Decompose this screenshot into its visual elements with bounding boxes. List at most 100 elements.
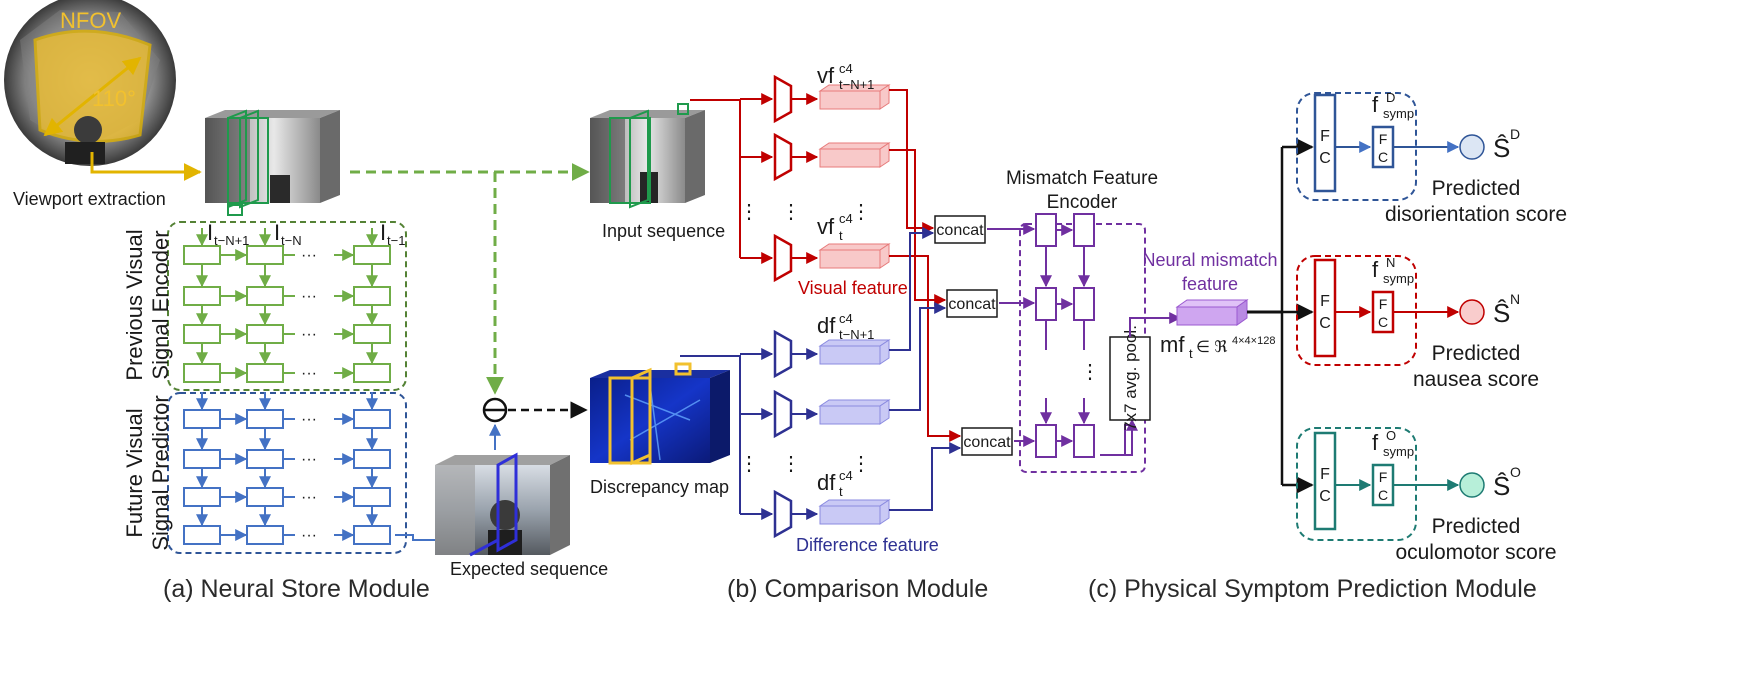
prediction-branch-box (1296, 427, 1417, 541)
f-symp-sub: symp (1383, 271, 1414, 286)
svg-text:⋮: ⋮ (851, 453, 871, 475)
score-node (1459, 134, 1485, 160)
svg-text:vf: vf (817, 63, 835, 88)
fc-label-top: F (1320, 466, 1330, 483)
visual-conv-encoder (773, 132, 793, 182)
difference-feature-block-top (818, 499, 891, 507)
svg-text:t−N+1: t−N+1 (214, 233, 249, 248)
visual-to-concat-arrow (889, 149, 947, 306)
svg-text:t−N+1: t−N+1 (839, 327, 874, 342)
concat-label-2: concat (948, 296, 996, 313)
difference-feature-label: Difference feature (796, 535, 939, 555)
predictor-cell (353, 449, 391, 469)
score-symbol: Ŝ (1493, 471, 1510, 501)
fc2-label-top: F (1379, 296, 1388, 312)
fc2-label-top: F (1379, 469, 1388, 485)
predictor-dots: ··· (301, 489, 317, 506)
avg-pool-label: 7x7 avg. pool. (1121, 325, 1140, 431)
predictor-cell (183, 449, 221, 469)
fc2-label-bottom: C (1378, 149, 1388, 165)
neural-store-caption: (a) Neural Store Module (163, 575, 430, 603)
previous-encoder-grid: ············ (183, 228, 391, 383)
svg-text:⋮: ⋮ (739, 453, 759, 475)
difference-conv-encoder (773, 329, 793, 379)
encoder-cell (183, 245, 221, 265)
svg-text:c4: c4 (839, 61, 853, 76)
predictor-dots: ··· (301, 451, 317, 468)
predictor-cell (183, 487, 221, 507)
predictor-cell (353, 487, 391, 507)
predictor-cell (246, 449, 284, 469)
predictor-cell (246, 409, 284, 429)
encoder-dots: ··· (301, 365, 317, 382)
fov-angle-label: 110° (92, 86, 136, 111)
fc-layer-1 (1313, 431, 1337, 531)
predicted-label-line1: Predicted (1432, 342, 1521, 365)
svg-text:t: t (839, 228, 843, 243)
predictor-cell (353, 525, 391, 545)
input-sequence-cube (590, 103, 705, 209)
difference-feature-branch (680, 227, 962, 539)
concat-box-2 (946, 289, 998, 318)
encoder-cell (353, 286, 391, 306)
visual-feature-block-top (818, 243, 891, 251)
svg-text:t−N+1: t−N+1 (839, 77, 874, 92)
neural-store-module: NFOV 110° Viewport extraction Previous V… (4, 0, 608, 603)
svg-text:Previous Visual: Previous Visual (122, 229, 147, 380)
fc2-label-bottom: C (1378, 314, 1388, 330)
mismatch-cell (1035, 287, 1057, 321)
mismatch-cell (1073, 424, 1095, 458)
score-symbol: Ŝ (1493, 298, 1510, 328)
df-last-label: df c4 t (817, 468, 853, 499)
encoder-cell (246, 363, 284, 383)
prediction-caption: (c) Physical Symptom Prediction Module (1088, 575, 1537, 603)
mismatch-cell (1035, 424, 1057, 458)
encoder-cell (353, 245, 391, 265)
fc-layer-1 (1313, 93, 1337, 193)
mismatch-cell (1073, 213, 1095, 247)
pool-to-feature-arrow (1129, 312, 1182, 337)
vf-first-label: vf c4 t−N+1 (817, 61, 874, 92)
prediction-branch-box (1296, 92, 1417, 201)
mismatch-cell (1035, 213, 1057, 247)
score-symbol: Ŝ (1493, 133, 1510, 163)
svg-text:Signal Predictor: Signal Predictor (148, 395, 173, 550)
encoder-cell (246, 245, 284, 265)
future-predictor-box (167, 392, 407, 554)
svg-text:mf: mf (1160, 332, 1185, 357)
svg-text:t−N: t−N (281, 233, 302, 248)
visual-to-concat-arrow (889, 255, 962, 442)
encoder-cell (246, 324, 284, 344)
visual-feature-label: Visual feature (798, 278, 908, 298)
fc-layer-1 (1313, 258, 1337, 358)
neural-mismatch-feature-block (1175, 299, 1249, 326)
ellipsis-markers: ⋮ ⋮ ⋮ ⋮ ⋮ ⋮ ⋮ (739, 201, 1100, 475)
concat-label-3: concat (963, 434, 1011, 451)
svg-text:⋮: ⋮ (851, 201, 871, 223)
mismatch-encoder-title-2: Encoder (1047, 192, 1118, 213)
future-predictor-grid: ············ (183, 392, 391, 545)
encoder-dots: ··· (301, 326, 317, 343)
difference-feature-block-top (818, 399, 891, 407)
nfov-label: NFOV (60, 8, 121, 33)
prediction-module: 7x7 avg. pool. Neural mismatch feature m… (1088, 90, 1567, 603)
predicted-label-line2: oculomotor score (1395, 541, 1556, 564)
encoder-cell (183, 286, 221, 306)
previous-frames-cube (205, 109, 340, 216)
svg-text:⋮: ⋮ (739, 201, 759, 223)
expected-sequence-label: Expected sequence (450, 559, 608, 579)
comparison-module: Input sequence Discrepancy map vf c4 t−N… (590, 61, 1158, 603)
df-first-label: df c4 t−N+1 (817, 311, 874, 342)
svg-text:c4: c4 (839, 311, 853, 326)
viewport-extraction-label: Viewport extraction (13, 189, 166, 209)
predictor-dots: ··· (301, 527, 317, 544)
visual-feature-block (819, 249, 881, 269)
svg-text:Signal Encoder: Signal Encoder (148, 230, 173, 379)
f-symp-label: f (1372, 430, 1379, 455)
predictor-cell (246, 487, 284, 507)
svg-text:t: t (1189, 346, 1193, 361)
neural-mismatch-label-2: feature (1182, 274, 1238, 294)
svg-text:⋮: ⋮ (781, 201, 801, 223)
visual-feature-block-top (818, 142, 891, 150)
